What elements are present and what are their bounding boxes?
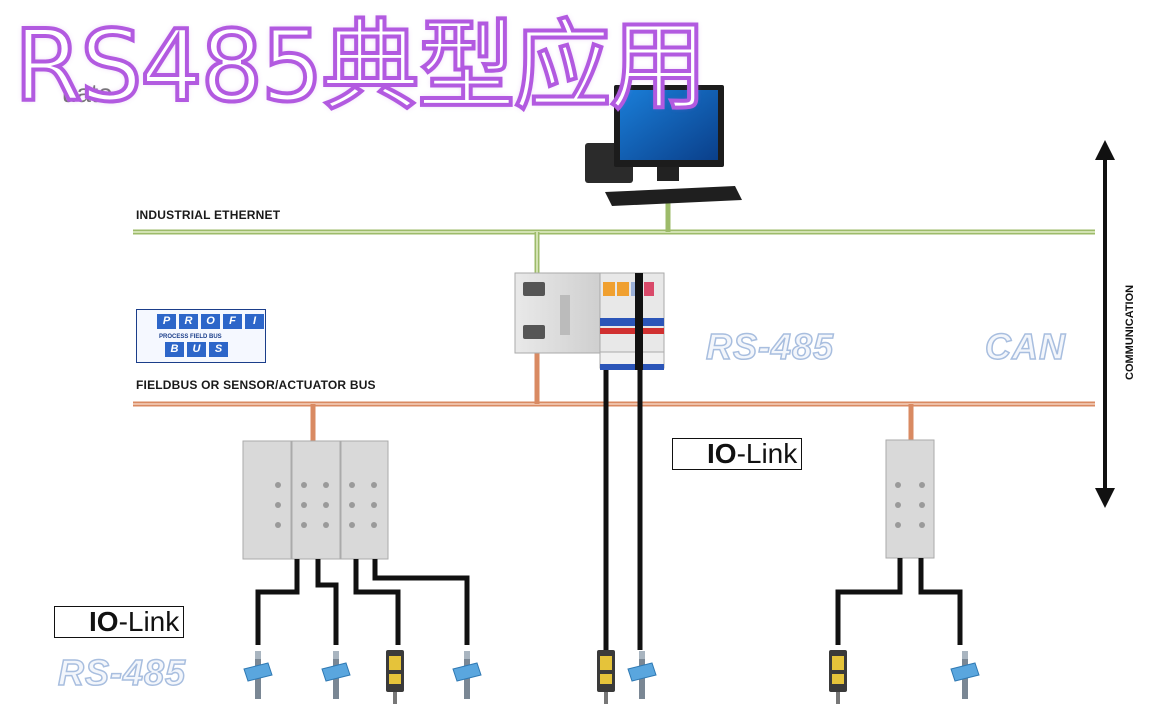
page-title: RS485典型应用 bbox=[12, 10, 709, 124]
right-cables bbox=[835, 558, 963, 645]
profibus-subtitle: PROCESS FIELD BUS bbox=[159, 334, 222, 340]
iolink-link-text: -Link bbox=[118, 606, 180, 637]
profibus-bus-letter: S bbox=[209, 342, 228, 357]
ethernet-bus-label: INDUSTRIAL ETHERNET bbox=[136, 208, 281, 222]
profibus-logo: P R O F I PROCESS FIELD BUS B U S bbox=[136, 309, 266, 363]
profibus-bus-letter: U bbox=[187, 342, 206, 357]
sensors bbox=[243, 650, 980, 704]
rs485-overlay-center: RS-485 bbox=[705, 325, 835, 368]
profibus-letter: F bbox=[223, 314, 242, 329]
profibus-letter: I bbox=[245, 314, 264, 329]
profibus-letter: O bbox=[201, 314, 220, 329]
profibus-letter: R bbox=[179, 314, 198, 329]
io-modules-left bbox=[242, 440, 389, 560]
fieldbus-label: FIELDBUS OR SENSOR/ACTUATOR BUS bbox=[136, 378, 376, 392]
controller-module bbox=[514, 272, 665, 370]
profibus-letter: P bbox=[157, 314, 176, 329]
iolink-link-text: -Link bbox=[736, 438, 798, 469]
computer-icon bbox=[585, 85, 742, 206]
iolink-io-text: IO bbox=[89, 606, 119, 637]
can-overlay: CAN bbox=[984, 325, 1066, 368]
io-module-right bbox=[885, 439, 935, 559]
profibus-bus-letter: B bbox=[165, 342, 184, 357]
partial-background-text: uato bbox=[62, 78, 113, 108]
iolink-logo-left: IO-Link bbox=[54, 606, 185, 638]
controller-cables bbox=[603, 370, 643, 650]
left-cables bbox=[255, 559, 470, 645]
communication-label: COMMUNICATION bbox=[1124, 284, 1136, 380]
fieldbus-line bbox=[133, 352, 1095, 442]
iolink-io-text: IO bbox=[707, 438, 737, 469]
rs485-overlay-left: RS-485 bbox=[57, 651, 187, 694]
communication-arrow bbox=[1095, 140, 1115, 508]
iolink-logo-center: IO-Link bbox=[672, 438, 803, 470]
